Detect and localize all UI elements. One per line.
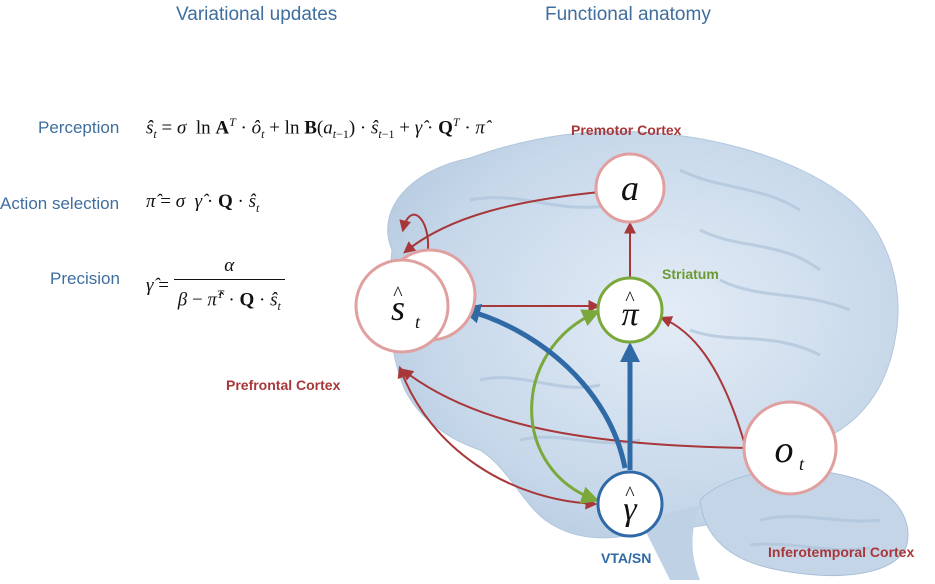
node-gamma-hat: ^ bbox=[625, 483, 635, 505]
equation-action-selection: π̂ = σ γ̂ · Q · ŝt bbox=[146, 191, 260, 215]
node-o bbox=[742, 400, 838, 496]
node-a bbox=[594, 152, 666, 224]
equation-perception: ŝt = σ ln AT · ôt + ln B(at−1) · ŝt−1 + … bbox=[146, 115, 485, 142]
node-s-label: s bbox=[391, 288, 405, 328]
label-precision: Precision bbox=[50, 269, 120, 288]
label-action-selection: Action selection bbox=[0, 194, 120, 213]
edge-s-gamma bbox=[397, 365, 598, 510]
node-a-label: a bbox=[621, 168, 639, 208]
equation-precision: γ̂ = α β − π̂T · Q · ŝt bbox=[146, 253, 285, 320]
heading-variational-updates: Variational updates bbox=[176, 4, 338, 25]
edge-pi-gamma-green bbox=[530, 309, 601, 504]
region-vta-sn: VTA/SN bbox=[601, 550, 652, 566]
edge-s-self-loop bbox=[399, 213, 430, 251]
node-s bbox=[354, 258, 450, 354]
node-s-hat: ^ bbox=[393, 283, 403, 305]
node-pi bbox=[596, 276, 664, 344]
region-striatum: Striatum bbox=[662, 266, 719, 282]
node-o-subscript: t bbox=[799, 454, 805, 474]
node-gamma-label: γ bbox=[623, 491, 638, 528]
edge-gamma-to-s bbox=[460, 304, 628, 469]
node-o-label: o bbox=[775, 429, 794, 471]
node-s-subscript: t bbox=[415, 312, 421, 332]
region-premotor-cortex: Premotor Cortex bbox=[571, 122, 682, 138]
node-pi-hat: ^ bbox=[625, 288, 635, 310]
edge-a-to-s bbox=[403, 191, 601, 254]
region-prefrontal-cortex: Prefrontal Cortex bbox=[226, 377, 341, 393]
node-pi-label: π bbox=[621, 296, 639, 333]
region-inferotemporal-cortex: Inferotemporal Cortex bbox=[768, 544, 915, 560]
node-gamma bbox=[596, 470, 664, 538]
edge-o-to-pi bbox=[659, 316, 746, 446]
label-perception: Perception bbox=[38, 118, 120, 137]
heading-functional-anatomy: Functional anatomy bbox=[545, 4, 711, 25]
